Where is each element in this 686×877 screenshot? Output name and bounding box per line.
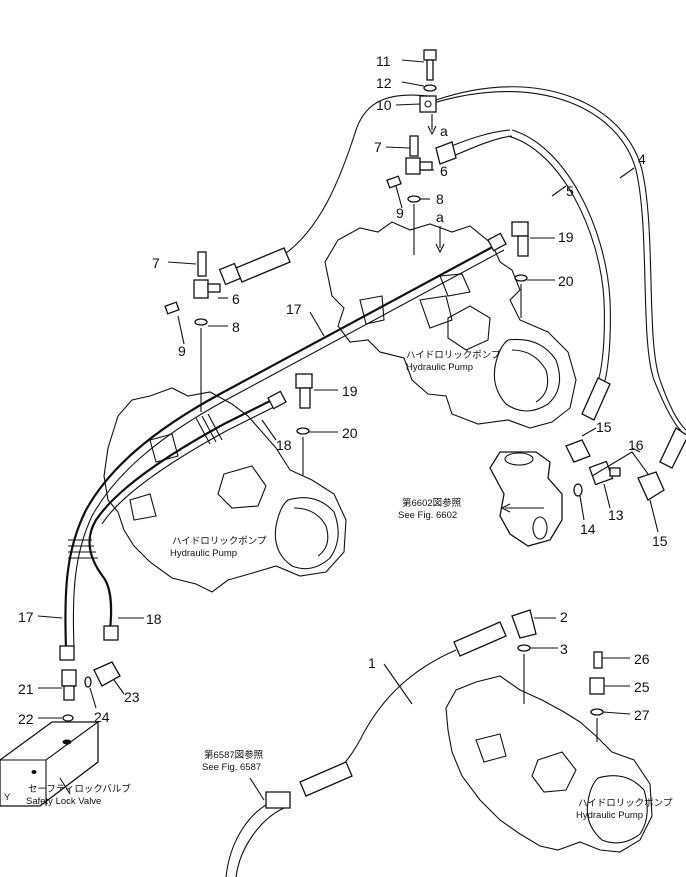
safety-lock-valve-jp: セーフティロックバルブ bbox=[28, 783, 131, 795]
oring-22 bbox=[62, 714, 74, 722]
callout-15-right: 15 bbox=[652, 533, 668, 549]
hose-1-lower-fitting bbox=[299, 761, 353, 797]
callout-26: 26 bbox=[634, 651, 650, 667]
control-block-6602 bbox=[489, 451, 563, 547]
hose-1-upper-fitting bbox=[453, 621, 507, 657]
plug-26 bbox=[593, 651, 603, 669]
see-fig-6602-jp: 第6602図参照 bbox=[402, 497, 462, 509]
callout-21: 21 bbox=[18, 681, 34, 697]
bolt-11 bbox=[423, 49, 437, 81]
hose-5 bbox=[507, 135, 605, 381]
callout-8-upper: 8 bbox=[436, 191, 444, 207]
oring-24 bbox=[84, 676, 92, 688]
callout-17-lower: 17 bbox=[18, 609, 34, 625]
callout-22: 22 bbox=[18, 711, 34, 727]
hose-4-end-fitting bbox=[659, 427, 686, 469]
leader-lines bbox=[37, 59, 659, 801]
see-fig-6587-jp: 第6587図参照 bbox=[204, 749, 264, 761]
marker-a-top: a bbox=[440, 123, 448, 139]
callout-9-upper: 9 bbox=[396, 205, 404, 221]
plug-9-upper bbox=[386, 175, 402, 189]
hose-4 bbox=[429, 91, 683, 433]
oring-8-lower bbox=[194, 318, 208, 326]
safety-lock-valve-en: Safety Lock Valve bbox=[26, 796, 101, 807]
hydraulic-pump-left bbox=[103, 387, 347, 593]
hydraulic-pump-upper bbox=[324, 221, 577, 429]
see-fig-6602-en: See Fig. 6602 bbox=[398, 510, 457, 521]
elbow-19-lower bbox=[295, 373, 313, 409]
callout-12: 12 bbox=[376, 75, 392, 91]
callout-1: 1 bbox=[368, 655, 376, 671]
oring-20-lower bbox=[296, 427, 310, 435]
callout-16: 16 bbox=[628, 437, 644, 453]
nipple-7-lower bbox=[197, 251, 207, 277]
nipple-7-upper bbox=[409, 135, 419, 157]
callout-20-upper: 20 bbox=[558, 273, 574, 289]
pump-left-label-jp: ハイドロリックポンプ bbox=[172, 536, 267, 547]
pump-upper-label-jp: ハイドロリックポンプ bbox=[406, 350, 501, 361]
tube-17 bbox=[64, 243, 499, 649]
elbow-23 bbox=[93, 661, 121, 687]
callout-14: 14 bbox=[580, 521, 596, 537]
callout-numbers: 11 12 10 7 6 8 9 4 5 19 20 7 6 8 9 17 19… bbox=[18, 53, 668, 727]
elbow-15-left bbox=[565, 439, 591, 463]
callout-11: 11 bbox=[376, 53, 391, 69]
callout-6-upper: 6 bbox=[440, 163, 448, 179]
callout-23: 23 bbox=[124, 689, 140, 705]
callout-3: 3 bbox=[560, 641, 568, 657]
callout-6-lower: 6 bbox=[232, 291, 240, 307]
oring-27 bbox=[590, 708, 604, 716]
callout-4: 4 bbox=[638, 151, 646, 167]
elbow-15-right bbox=[637, 471, 665, 501]
pump-lower-label-en: Hydraulic Pump bbox=[576, 810, 643, 821]
text-labels: ハイドロリックポンプ Hydraulic Pump ハイドロリックポンプ Hyd… bbox=[4, 350, 673, 821]
callout-20-lower: 20 bbox=[342, 425, 358, 441]
callout-13: 13 bbox=[608, 507, 624, 523]
callout-15-left: 15 bbox=[596, 419, 612, 435]
callout-10: 10 bbox=[376, 97, 392, 113]
safety-lock-valve bbox=[0, 721, 99, 807]
hose-upper-left bbox=[281, 94, 429, 257]
oring-3 bbox=[517, 644, 531, 652]
callout-17-upper: 17 bbox=[286, 301, 302, 317]
fitting-21 bbox=[61, 669, 77, 701]
callout-2: 2 bbox=[560, 609, 568, 625]
callout-5: 5 bbox=[566, 183, 574, 199]
callout-18-lower: 18 bbox=[146, 611, 162, 627]
oring-14 bbox=[573, 483, 583, 497]
callout-27: 27 bbox=[634, 707, 650, 723]
pump-lower-label-jp: ハイドロリックポンプ bbox=[578, 798, 673, 809]
elbow-19-upper bbox=[511, 221, 529, 257]
hydraulic-pump-lower bbox=[445, 675, 653, 853]
callout-18-upper: 18 bbox=[276, 437, 292, 453]
callout-8-lower: 8 bbox=[232, 319, 240, 335]
callout-24: 24 bbox=[94, 709, 110, 725]
elbow-6-lower bbox=[193, 279, 221, 299]
callout-19-lower: 19 bbox=[342, 383, 358, 399]
elbow-2 bbox=[511, 609, 537, 639]
washer-12 bbox=[423, 84, 437, 92]
fitting-25 bbox=[589, 677, 605, 695]
hose-5-end-fitting bbox=[581, 377, 611, 421]
pump-left-label-en: Hydraulic Pump bbox=[170, 548, 237, 559]
see-fig-6587-en: See Fig. 6587 bbox=[202, 762, 261, 773]
elbow-6-upper bbox=[405, 157, 433, 175]
callout-7-lower: 7 bbox=[152, 255, 160, 271]
marker-a-mid: a bbox=[436, 209, 444, 225]
y-mark: Y bbox=[4, 792, 11, 803]
pump-upper-label-en: Hydraulic Pump bbox=[406, 362, 473, 373]
block-10 bbox=[419, 95, 437, 113]
tube-18 bbox=[88, 397, 277, 631]
plug-9-lower bbox=[164, 301, 180, 315]
callout-25: 25 bbox=[634, 679, 650, 695]
oring-20-upper bbox=[514, 274, 528, 282]
oring-8-upper bbox=[407, 195, 421, 203]
callout-19-upper: 19 bbox=[558, 229, 574, 245]
tube-clamps bbox=[68, 413, 223, 559]
block-13 bbox=[588, 460, 621, 486]
callout-9-lower: 9 bbox=[178, 343, 186, 359]
callout-7-upper: 7 bbox=[374, 139, 382, 155]
